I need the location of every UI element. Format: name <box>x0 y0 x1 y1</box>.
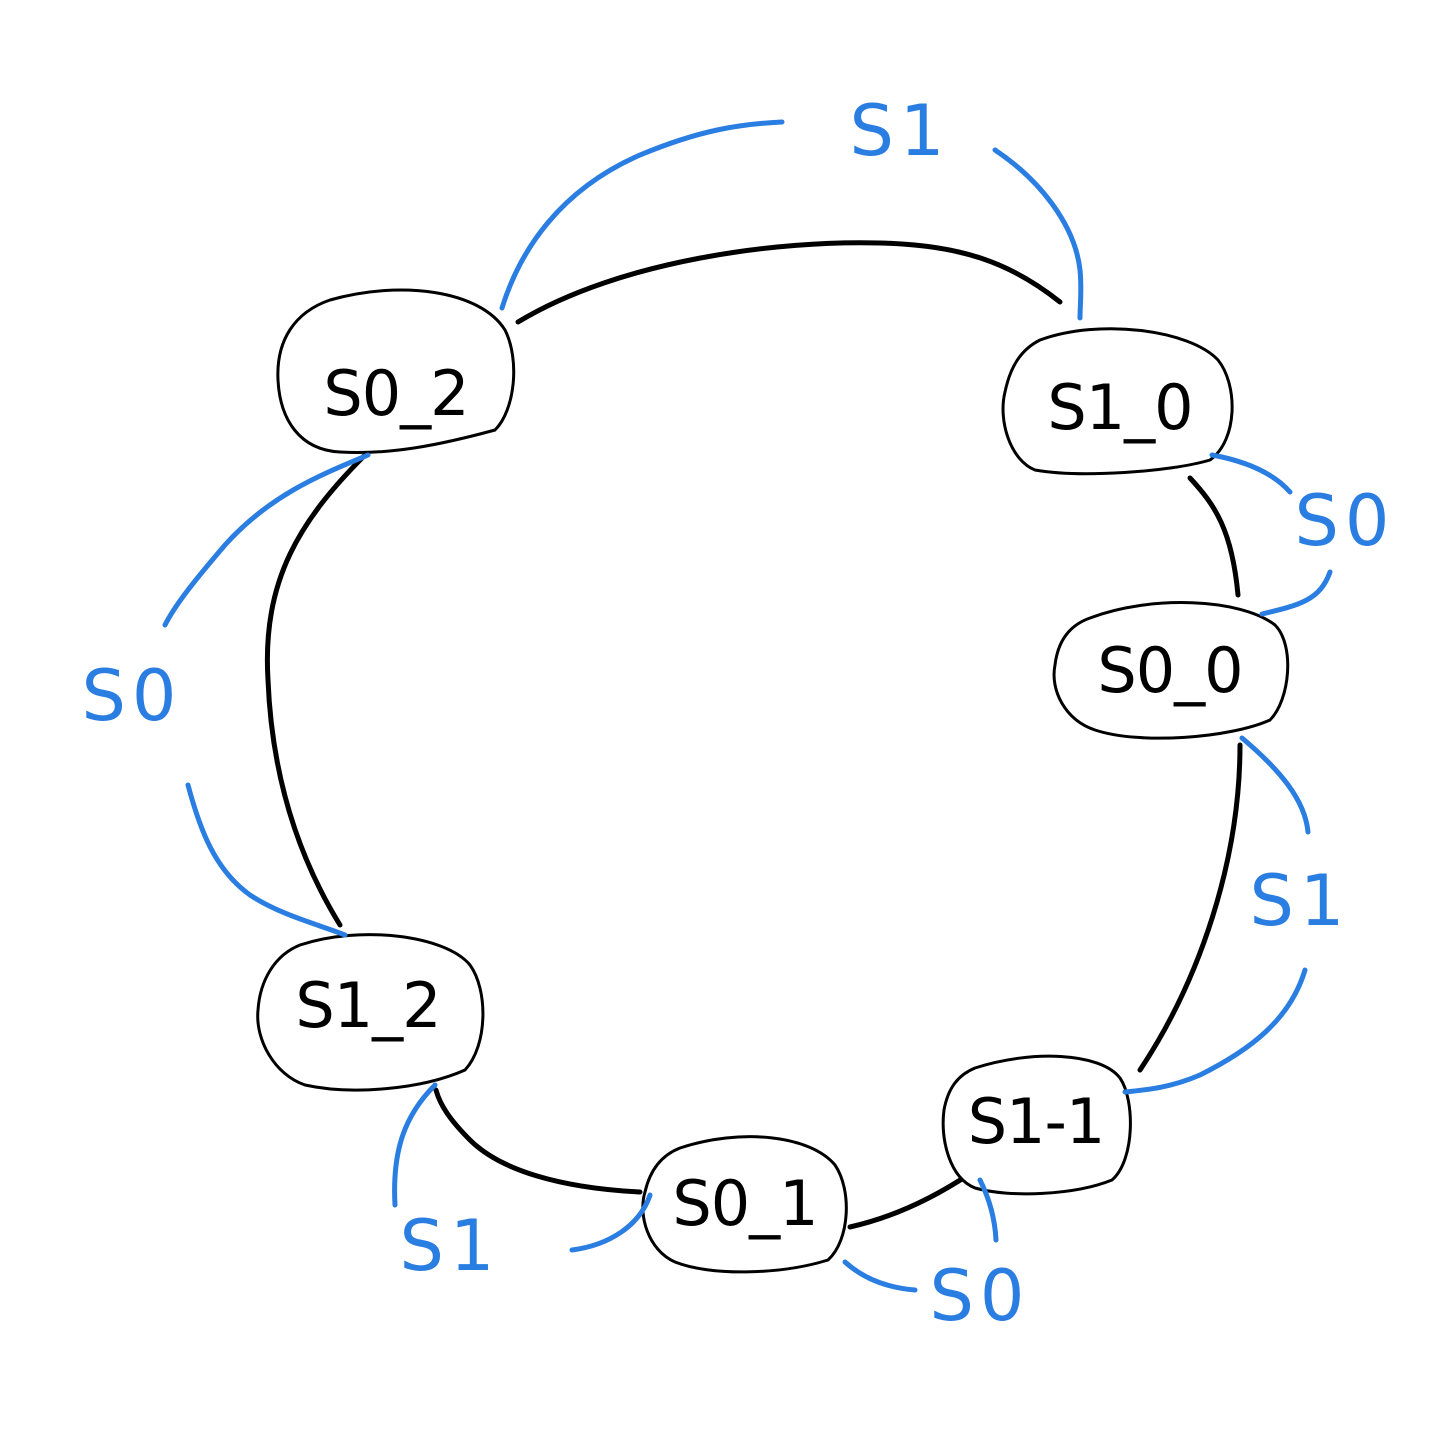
port-arc-bottom-right-1 <box>977 1177 999 1243</box>
node-s0_1-label: S0_1 <box>672 1167 817 1240</box>
port-label-bottom-left: S1 <box>400 1205 501 1287</box>
node-s1_2[interactable]: S1_2 <box>256 933 485 1092</box>
port-arc-top-left <box>499 119 785 311</box>
port-label-top: S1 <box>850 90 951 172</box>
node-s0_1-shape <box>641 1135 848 1274</box>
port-arc-top-right <box>992 147 1084 321</box>
port-arc-left-2 <box>185 782 348 938</box>
port-label-right-lower: S1 <box>1250 860 1351 942</box>
port-arc-right-lower-2 <box>1122 967 1308 1095</box>
node-s0_0-shape <box>1052 601 1290 740</box>
ring-edges <box>264 240 1243 1230</box>
node-s0_2[interactable]: S0_2 <box>276 288 516 454</box>
node-s1_2-label: S1_2 <box>295 969 440 1042</box>
edge-s0_1-s1_2 <box>433 1087 643 1195</box>
port-arc-right-upper-1 <box>1209 452 1293 495</box>
edge-s0_0-s1_1 <box>1137 742 1243 1073</box>
edge-s1_0-s0_0 <box>1187 475 1241 598</box>
port-arc-bottom-left-2 <box>392 1082 438 1208</box>
node-s0_0-label: S0_0 <box>1097 634 1242 707</box>
node-s1_1-shape <box>941 1054 1132 1196</box>
node-s0_2-label: S0_2 <box>323 357 468 430</box>
node-s1_1[interactable]: S1-1 <box>941 1054 1132 1196</box>
node-s1_0-label: S1_0 <box>1047 371 1192 444</box>
port-label-left: S0 <box>82 655 183 737</box>
edge-s1_2-s0_2 <box>264 452 368 928</box>
node-s0_0[interactable]: S0_0 <box>1052 601 1290 740</box>
port-arc-right-lower-1 <box>1239 735 1311 835</box>
edge-s1_1-s0_1 <box>847 1172 971 1230</box>
node-s1_0[interactable]: S1_0 <box>1001 327 1234 476</box>
node-s0_2-shape <box>276 288 516 454</box>
node-s1_0-shape <box>1001 327 1234 476</box>
port-annotations: S1 S0 S1 S0 S1 S0 <box>82 90 1396 1337</box>
port-label-bottom-right: S0 <box>930 1255 1031 1337</box>
edge-s0_2-s1_0 <box>515 240 1063 325</box>
node-s0_1[interactable]: S0_1 <box>641 1135 848 1274</box>
port-arc-right-upper-2 <box>1259 569 1333 617</box>
node-s1_2-shape <box>256 933 485 1092</box>
port-arc-left-1 <box>162 452 371 628</box>
port-label-right-upper: S0 <box>1295 480 1396 562</box>
node-s1_1-label: S1-1 <box>968 1085 1105 1158</box>
port-arc-bottom-right-2 <box>842 1259 918 1293</box>
port-arc-bottom-left-1 <box>569 1192 653 1253</box>
